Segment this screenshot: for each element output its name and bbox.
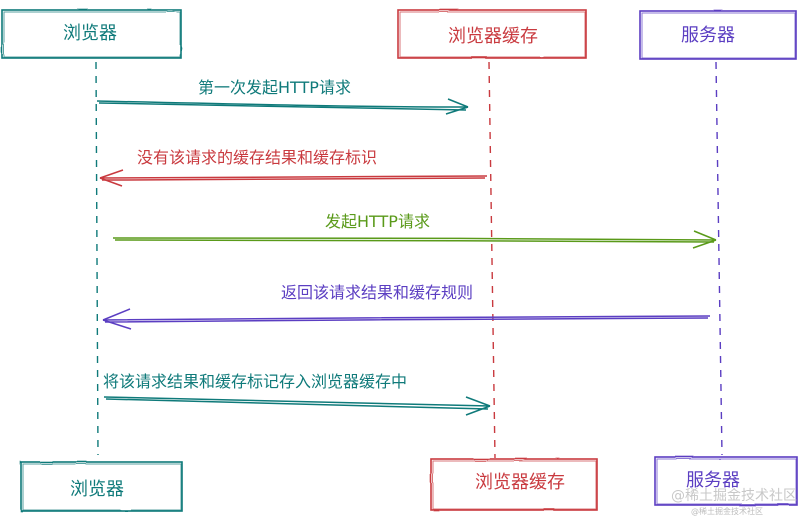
message-arrow-2	[99, 169, 488, 187]
participant-cache-bottom	[430, 458, 598, 511]
lifeline-browser	[95, 61, 99, 456]
message-arrow-1	[96, 98, 469, 115]
message-label-2: 没有该请求的缓存结果和缓存标识	[137, 148, 377, 167]
watermark-subtext: @稀土掘金技术社区	[691, 507, 763, 516]
participant-browser-bottom-label: 浏览器	[70, 479, 124, 500]
lifeline-cache	[488, 61, 496, 459]
participant-cache-top-label: 浏览器缓存	[448, 26, 538, 47]
participant-server-bottom	[654, 456, 798, 506]
message-label-4: 返回该请求结果和缓存规则	[281, 283, 473, 302]
message-arrow-5	[103, 396, 491, 416]
watermark-text: @稀土掘金技术社区	[671, 488, 797, 504]
message-label-1: 第一次发起HTTP请求	[198, 78, 351, 97]
message-label-5: 将该请求结果和缓存标记存入浏览器缓存中	[103, 372, 407, 391]
participant-browser-top	[1, 9, 182, 59]
participant-server-bottom-label: 服务器	[686, 470, 740, 491]
participant-browser-top-label: 浏览器	[63, 23, 117, 44]
message-arrow-4	[102, 308, 711, 330]
participant-cache-bottom-label: 浏览器缓存	[475, 472, 565, 493]
participant-cache-top	[397, 9, 587, 59]
participant-browser-bottom	[20, 461, 183, 512]
participant-server-top	[639, 10, 797, 60]
message-arrow-3	[112, 230, 717, 249]
participant-server-top-label: 服务器	[681, 25, 735, 46]
message-label-3: 发起HTTP请求	[325, 212, 430, 231]
lifeline-server	[715, 61, 723, 456]
